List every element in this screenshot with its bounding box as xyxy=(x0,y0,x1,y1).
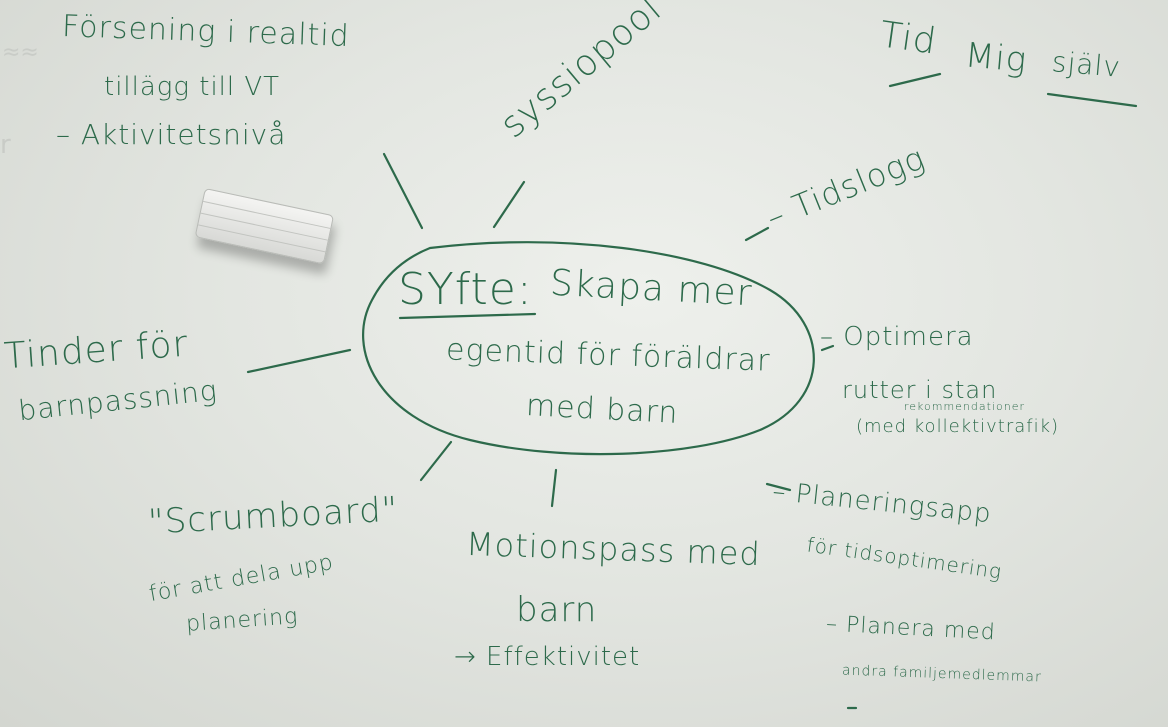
center-label: SYfte: xyxy=(398,264,533,315)
spoke-bottom xyxy=(550,468,558,508)
spoke-top xyxy=(492,180,526,229)
spoke-upper-right xyxy=(744,226,770,242)
syfte-underline xyxy=(398,312,537,320)
center-ellipse xyxy=(362,241,815,456)
topleft-line3: – Aktivitetsnivå xyxy=(56,118,287,151)
ghost-writing: r xyxy=(0,130,11,160)
tid-underline xyxy=(888,72,942,88)
sjalv-underline xyxy=(1046,92,1138,108)
topright-tid: Tid xyxy=(877,14,940,63)
spoke-lower-right xyxy=(765,482,792,492)
spoke-left xyxy=(246,348,352,374)
ghost-writing: ≈≈ xyxy=(2,40,39,65)
topright-mig: Mig xyxy=(963,35,1029,81)
right-rutter: rutter i stan xyxy=(842,376,998,404)
bottom-effektivitet: → Effektivitet xyxy=(454,642,641,672)
topleft-line2: tillägg till VT xyxy=(104,72,281,102)
right-kollektivtrafik: (med kollektivtrafik) xyxy=(856,416,1060,437)
spoke-bottom-left xyxy=(419,440,453,482)
right-optimera: – Optimera xyxy=(820,322,974,352)
spoke-right xyxy=(820,344,835,352)
right-rekommendationer: rekommendationer xyxy=(904,400,1026,413)
spoke-top-left xyxy=(382,152,424,230)
topright-sjalv: själv xyxy=(1050,45,1123,84)
bottom-barn: barn xyxy=(516,590,598,630)
